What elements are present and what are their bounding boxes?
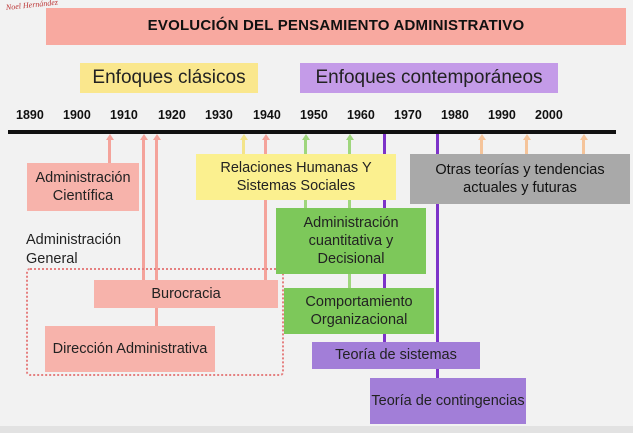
connector-otras-a [480,140,483,154]
header-classical-approaches: Enfoques clásicos [80,63,258,93]
arrow-icon [261,134,270,140]
arrow-icon [139,134,148,140]
arrow-icon [477,134,486,140]
year-label: 1990 [488,108,516,122]
year-label: 1930 [205,108,233,122]
box-comportamiento-organizacional: Comportamiento Organizacional [284,288,434,334]
connector-contingencias [436,134,439,378]
year-label: 1890 [16,108,44,122]
arrow-icon [345,134,354,140]
arrow-icon [239,134,248,140]
header-contemporary-approaches: Enfoques contemporáneos [300,63,558,93]
arrow-icon [105,134,114,140]
year-label: 1970 [394,108,422,122]
video-progress-bar [0,426,633,433]
connector-burocracia [264,140,267,280]
arrow-icon [579,134,588,140]
box-administracion-cientifica: Administración Científica [27,163,139,211]
box-administracion-cuantitativa: Administración cuantitativa y Decisional [276,208,426,274]
box-teoria-sistemas: Teoría de sistemas [312,342,480,369]
box-direccion-administrativa: Dirección Administrativa [45,326,215,372]
timeline-axis [8,130,616,134]
diagram-title: EVOLUCIÓN DEL PENSAMIENTO ADMINISTRATIVO [46,8,626,45]
arrow-icon [301,134,310,140]
connector-direccion [155,140,158,326]
box-teoria-contingencias: Teoría de contingencias [370,378,526,424]
connector-otras-b [525,140,528,154]
year-label: 1960 [347,108,375,122]
box-relaciones-humanas: Relaciones Humanas Y Sistemas Sociales [196,154,396,200]
general-group-outline [26,268,284,376]
connector-cientifica [108,140,111,164]
connector-otras-c [582,140,585,154]
connector-relaciones [242,140,245,154]
year-label: 1920 [158,108,186,122]
year-label: 1900 [63,108,91,122]
year-label: 1910 [110,108,138,122]
box-burocracia: Burocracia [94,280,278,308]
year-label: 1980 [441,108,469,122]
arrow-icon [522,134,531,140]
box-otras-teorias: Otras teorías y tendencias actuales y fu… [410,154,630,204]
arrow-icon [152,134,161,140]
label-administracion-general: Administración General [26,232,122,267]
year-label: 2000 [535,108,563,122]
connector-general-a [142,140,145,280]
year-label: 1950 [300,108,328,122]
year-label: 1940 [253,108,281,122]
